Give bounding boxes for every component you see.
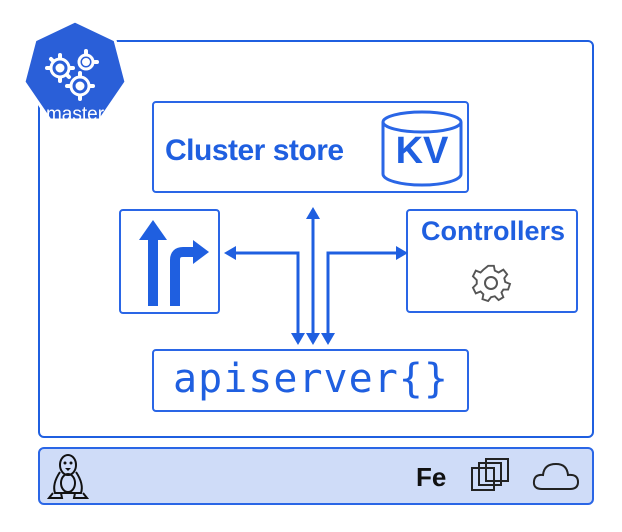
database-icon — [381, 110, 463, 187]
arrowhead-api-left — [291, 333, 305, 345]
gear-icon — [471, 264, 512, 303]
linux-tux-icon — [46, 454, 90, 499]
vm-stack-icon — [471, 458, 509, 491]
controllers-label: Controllers — [420, 216, 566, 246]
kv-label: KV — [395, 130, 449, 172]
infrastructure-bar — [38, 447, 594, 505]
bare-metal-label: Fe — [416, 462, 447, 492]
controllers-box — [406, 209, 578, 313]
arrowhead-scheduler — [224, 246, 236, 260]
apiserver-box — [152, 349, 469, 412]
cloud-icon — [532, 462, 580, 490]
arrowhead-cluster-store — [306, 207, 320, 219]
scheduler-box — [119, 209, 220, 314]
master-badge — [22, 19, 128, 122]
routing-arrows-icon — [139, 220, 209, 306]
arrowhead-controllers — [396, 246, 408, 260]
arrowhead-api-center — [306, 333, 320, 345]
cluster-store-label: Cluster store — [165, 134, 344, 167]
master-label: master — [45, 104, 105, 125]
apiserver-label: apiserver{} — [173, 356, 449, 402]
gears-icon — [45, 49, 99, 101]
arrowhead-api-right — [321, 333, 335, 345]
